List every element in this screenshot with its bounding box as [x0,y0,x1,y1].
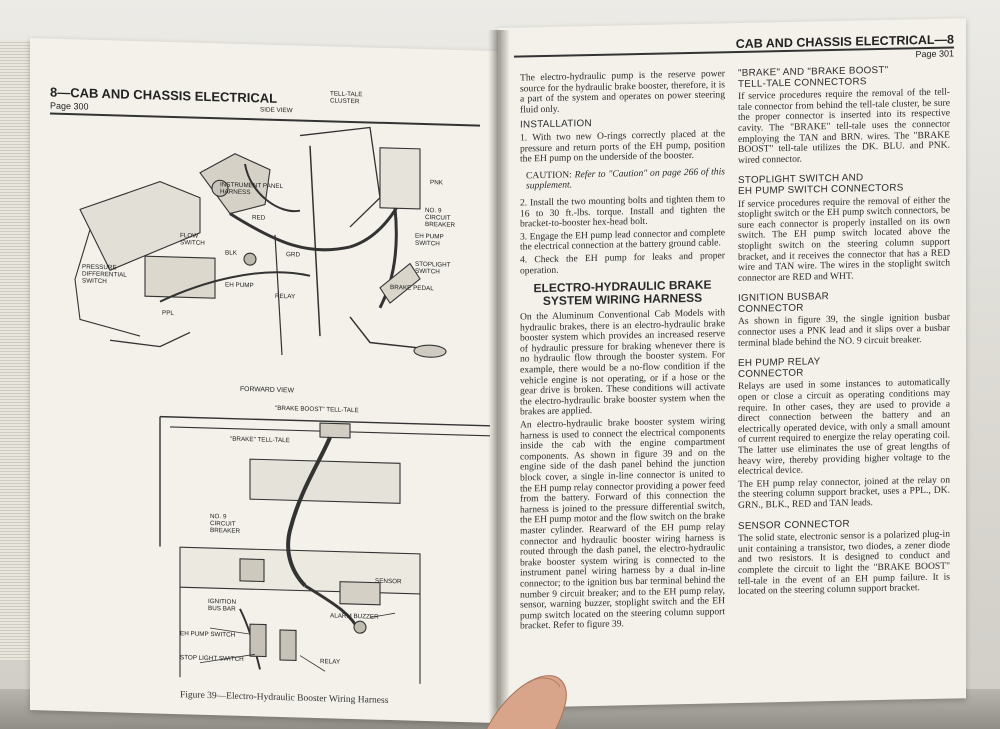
installation-step-1: 1. With two new O-rings correctly placed… [520,128,725,165]
busbar-connector-text: As shown in figure 39, the single igniti… [738,312,950,349]
label-flow-switch: FLOW SWITCH [180,232,205,247]
label-instrument-panel-harness: INSTRUMENT PANEL HARNESS [220,181,284,197]
label-pressure-differential-switch: PRESSURE DIFFERENTIAL SWITCH [82,263,127,286]
switch-connectors-heading: STOPLIGHT SWITCH AND EH PUMP SWITCH CONN… [738,172,904,197]
book-gutter-shadow [488,30,510,720]
intro-paragraph: The electro-hydraulic pump is the reserv… [520,68,725,116]
label-ppl: PPL [162,309,174,318]
right-header-rule [514,46,954,58]
busbar-connector-heading: IGNITION BUSBAR CONNECTOR [738,291,830,315]
label-pnk: PNK [430,179,443,187]
installation-step-2: 2. Install the two mounting bolts and ti… [520,193,725,230]
relay-connector-heading: EH PUMP RELAY CONNECTOR [738,356,821,380]
label-alarm-buzzer: ALARM BUZZER [330,612,379,621]
installation-step-3: 3. Engage the EH pump lead connector and… [520,226,725,253]
label-eh-pump: EH PUMP [225,281,254,290]
figure-caption: Figure 39—Electro-Hydraulic Booster Wiri… [180,690,389,707]
right-column-1: The electro-hydraulic pump is the reserv… [520,68,725,634]
forward-view-title: FORWARD VIEW [240,385,294,395]
left-page: 8—CAB AND CHASSIS ELECTRICAL Page 300 [30,38,500,724]
right-page: CAB AND CHASSIS ELECTRICAL—8 Page 301 Th… [498,18,966,709]
thumb [486,675,567,729]
section-heading: ELECTRO-HYDRAULIC BRAKE SYSTEM WIRING HA… [533,277,712,309]
caution-note: CAUTION: Refer to "Caution" on page 266 … [526,166,725,192]
relay-connector-text-1: Relays are used in some instances to aut… [738,376,950,478]
label-stoplight-switch-side: STOPLIGHT SWITCH [415,260,451,276]
right-page-number: Page 301 [915,48,954,60]
side-view-title: SIDE VIEW [260,106,293,115]
sensor-connector-text: The solid state, electronic sensor is a … [738,528,950,598]
side-view-diagram [74,126,447,358]
label-red: RED [252,214,266,222]
label-brake-pedal: BRAKE PEDAL [390,284,434,293]
forward-view-diagram [159,415,490,684]
label-sensor: SENSOR [375,577,402,586]
right-column-2: "BRAKE" AND "BRAKE BOOST" TELL-TALE CONN… [738,65,950,600]
label-relay-forward: RELAY [320,658,341,666]
harness-paragraph-2: An electro-hydraulic brake booster syste… [520,415,725,632]
relay-connector-text-2: The EH pump relay connector, joined at t… [738,474,950,511]
label-ignition-bus-bar: IGNITION BUS BAR [208,597,236,613]
label-tell-tale-cluster: TELL-TALE CLUSTER [330,90,363,106]
telltale-connectors-heading: "BRAKE" AND "BRAKE BOOST" TELL-TALE CONN… [738,64,889,90]
telltale-connectors-text: If service procedures require the remova… [738,86,950,166]
harness-paragraph-1: On the Aluminum Conventional Cab Models … [520,307,725,418]
label-relay-side: RELAY [275,292,296,301]
label-eh-pump-switch-side: EH PUMP SWITCH [415,232,444,248]
label-no9-breaker-side: NO. 9 CIRCUIT BREAKER [425,207,456,229]
label-no9-breaker-forward: NO. 9 CIRCUIT BREAKER [210,513,241,535]
switch-connectors-text: If service procedures require the remova… [738,194,950,284]
label-blk: BLK [225,249,237,257]
label-grd: GRD [286,251,300,259]
installation-step-4: 4. Check the EH pump for leaks and prope… [520,250,725,277]
label-eh-pump-switch-forward: EH PUMP SWITCH [180,630,236,639]
